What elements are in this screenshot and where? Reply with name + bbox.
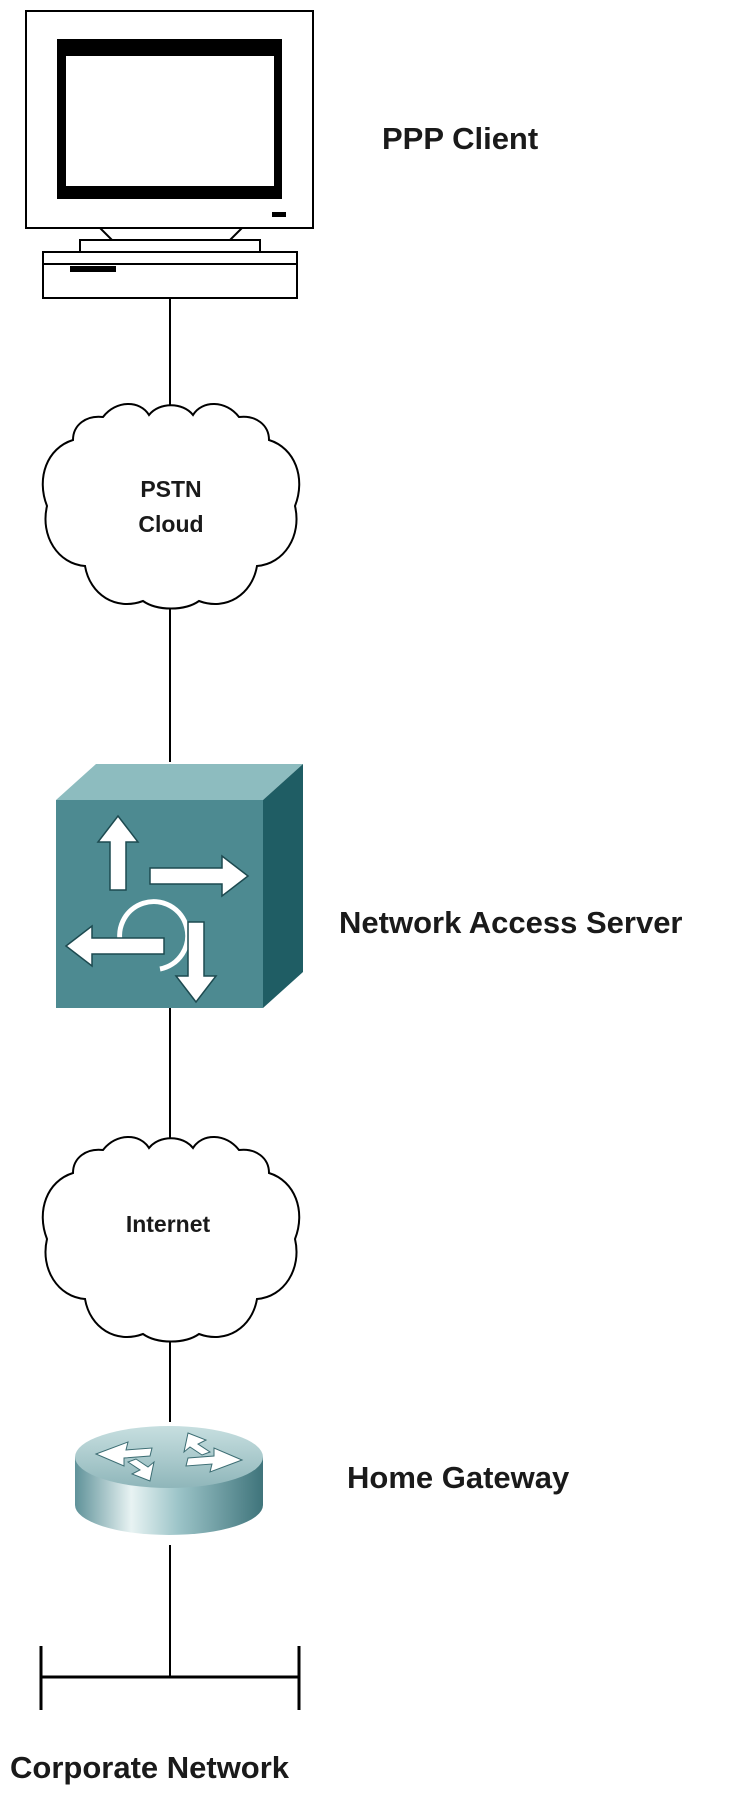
network-access-server-label: Network Access Server [339, 905, 683, 940]
router-icon [75, 1426, 263, 1535]
corporate-network-label: Corporate Network [10, 1750, 290, 1785]
pstn-cloud-label-line1: PSTN [140, 476, 201, 502]
internet-cloud-icon [41, 1136, 301, 1343]
access-server-icon [56, 764, 303, 1008]
pstn-cloud-icon [41, 403, 301, 610]
lan-segment-icon [39, 1646, 301, 1710]
ppp-client-label: PPP Client [382, 121, 538, 156]
workstation-icon [25, 10, 314, 299]
pstn-cloud-label-line2: Cloud [138, 511, 203, 537]
internet-label: Internet [126, 1211, 211, 1237]
home-gateway-label: Home Gateway [347, 1460, 570, 1495]
